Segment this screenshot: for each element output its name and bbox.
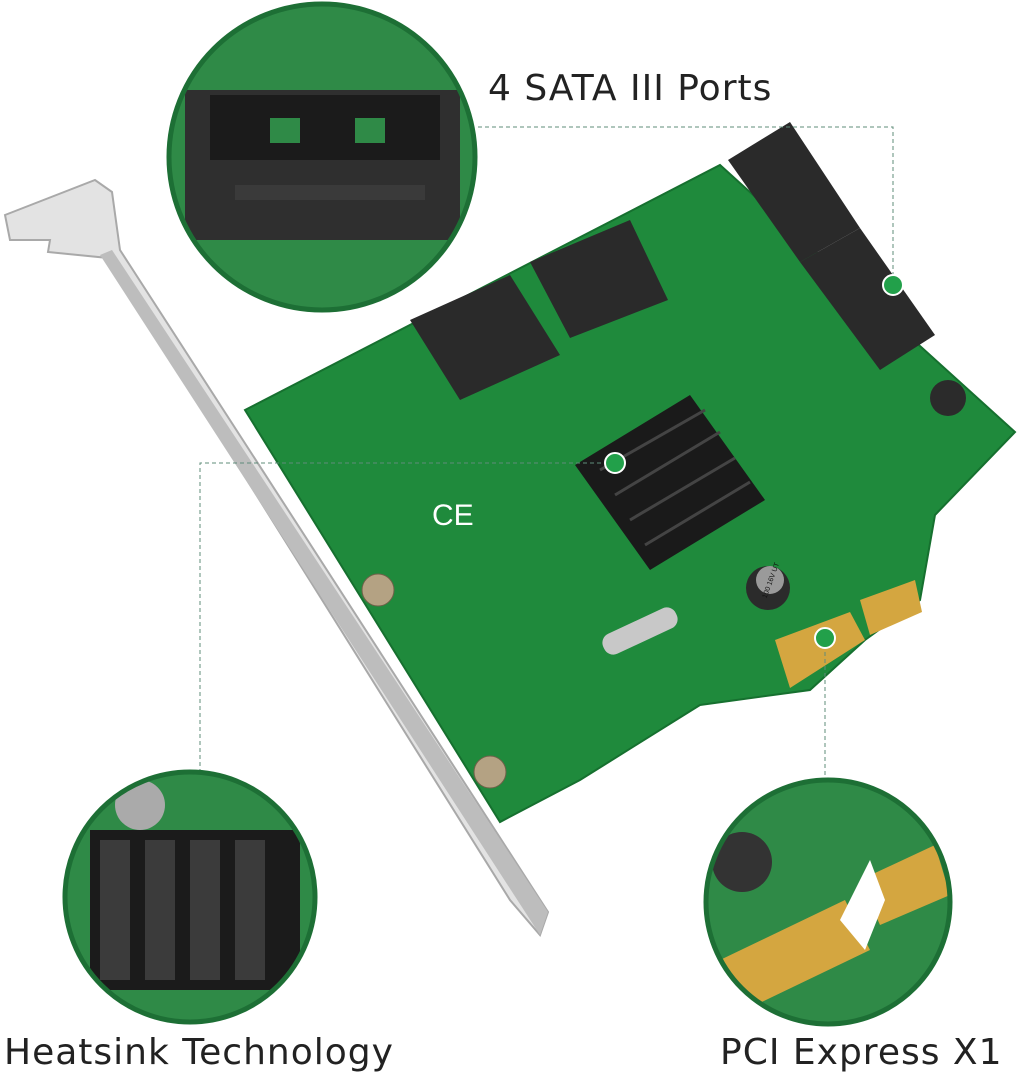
inductor [930, 380, 966, 416]
screw [473, 755, 507, 789]
metal-bracket [3, 178, 550, 937]
pcb-board: 100 16V UT CE [243, 122, 1017, 824]
callout-heatsink: Heatsink Technology [4, 1032, 394, 1073]
callout-lines [199, 126, 894, 778]
screw [361, 573, 395, 607]
crystal [602, 607, 678, 655]
zoom-circle-pcie [703, 777, 953, 1027]
callout-sata-ports: 4 SATA III Ports [488, 68, 773, 109]
zoom-circle-sata [166, 1, 478, 313]
sata-connectors [410, 122, 935, 400]
capacitor-top [756, 566, 784, 594]
ce-mark: CE [432, 499, 474, 532]
gold-fingers [775, 580, 922, 688]
zoom-circle-heatsink [62, 769, 318, 1025]
marker-dots [604, 274, 904, 649]
callout-pcie: PCI Express X1 [720, 1032, 1003, 1073]
heatsink [575, 395, 765, 570]
